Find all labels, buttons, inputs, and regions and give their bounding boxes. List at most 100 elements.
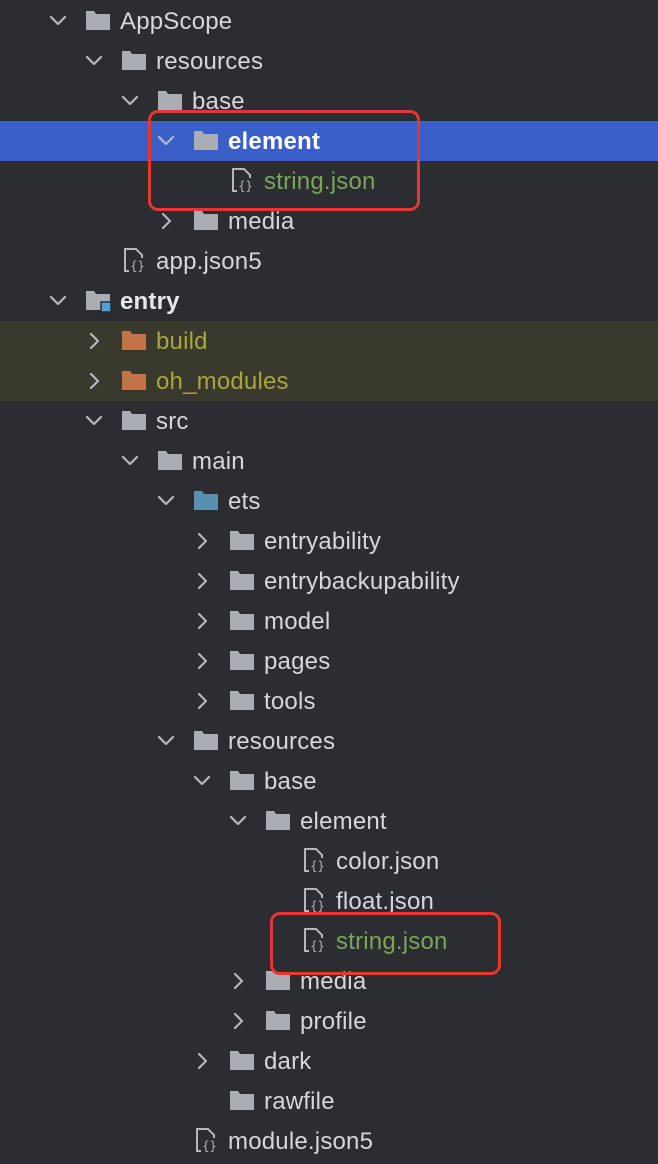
tree-node-label: pages — [264, 648, 331, 675]
tree-node-label: src — [156, 408, 189, 435]
tree-node-media[interactable]: media — [0, 201, 658, 241]
tree-node-label: string.json — [264, 168, 376, 195]
tree-node-label: dark — [264, 1048, 312, 1075]
tree-node-entrybackupability[interactable]: entrybackupability — [0, 561, 658, 601]
tree-node-string-json[interactable]: {} string.json — [0, 921, 658, 961]
folder-icon — [192, 721, 220, 761]
chevron-right-icon[interactable] — [226, 1001, 250, 1041]
svg-text:{}: {} — [310, 859, 324, 873]
folder-icon — [228, 1081, 256, 1121]
chevron-right-icon[interactable] — [82, 321, 106, 361]
svg-text:{}: {} — [310, 899, 324, 913]
tree-node-oh-modules[interactable]: oh_modules — [0, 361, 658, 401]
chevron-down-icon[interactable] — [226, 801, 250, 841]
module-folder-icon — [84, 281, 112, 321]
tree-node-entryability[interactable]: entryability — [0, 521, 658, 561]
chevron-down-icon[interactable] — [154, 121, 178, 161]
chevron-down-icon[interactable] — [154, 721, 178, 761]
tree-node-tools[interactable]: tools — [0, 681, 658, 721]
folder-icon — [264, 1001, 292, 1041]
tree-node-label: profile — [300, 1008, 367, 1035]
json-file-icon: {} — [300, 921, 328, 961]
tree-node-main[interactable]: main — [0, 441, 658, 481]
chevron-right-icon[interactable] — [82, 361, 106, 401]
tree-node-element[interactable]: element — [0, 121, 658, 161]
folder-icon — [228, 761, 256, 801]
tree-node-label: build — [156, 328, 208, 355]
json-file-icon: {} — [300, 881, 328, 921]
tree-node-label: rawfile — [264, 1088, 335, 1115]
chevron-down-icon[interactable] — [118, 81, 142, 121]
source-folder-icon — [192, 481, 220, 521]
folder-icon — [228, 681, 256, 721]
tree-node-label: app.json5 — [156, 248, 262, 275]
excluded-folder-icon — [120, 321, 148, 361]
tree-node-label: oh_modules — [156, 368, 289, 395]
tree-node-ets[interactable]: ets — [0, 481, 658, 521]
tree-node-label: string.json — [336, 928, 448, 955]
chevron-right-icon[interactable] — [154, 201, 178, 241]
tree-node-base[interactable]: base — [0, 761, 658, 801]
folder-icon — [192, 201, 220, 241]
tree-node-element[interactable]: element — [0, 801, 658, 841]
excluded-folder-icon — [120, 361, 148, 401]
tree-node-label: module.json5 — [228, 1128, 374, 1155]
tree-node-resources[interactable]: resources — [0, 721, 658, 761]
tree-node-label: color.json — [336, 848, 440, 875]
chevron-right-icon[interactable] — [190, 1041, 214, 1081]
chevron-right-icon[interactable] — [190, 561, 214, 601]
tree-node-profile[interactable]: profile — [0, 1001, 658, 1041]
folder-icon — [228, 521, 256, 561]
chevron-down-icon[interactable] — [46, 1, 70, 41]
folder-icon — [156, 441, 184, 481]
tree-node-module-json5[interactable]: {} module.json5 — [0, 1121, 658, 1161]
folder-icon — [120, 401, 148, 441]
chevron-down-icon[interactable] — [46, 281, 70, 321]
folder-icon — [228, 561, 256, 601]
folder-icon — [228, 641, 256, 681]
folder-icon — [228, 601, 256, 641]
tree-node-pages[interactable]: pages — [0, 641, 658, 681]
folder-icon — [264, 961, 292, 1001]
folder-icon — [120, 41, 148, 81]
chevron-right-icon[interactable] — [226, 961, 250, 1001]
annotation-box-entry-string-json — [270, 912, 501, 975]
tree-node-entry[interactable]: entry — [0, 281, 658, 321]
tree-node-label: entrybackupability — [264, 568, 460, 595]
tree-node-color-json[interactable]: {} color.json — [0, 841, 658, 881]
tree-node-resources[interactable]: resources — [0, 41, 658, 81]
tree-node-appscope[interactable]: AppScope — [0, 1, 658, 41]
tree-node-label: entry — [120, 288, 180, 315]
folder-icon — [156, 81, 184, 121]
tree-node-model[interactable]: model — [0, 601, 658, 641]
chevron-right-icon[interactable] — [190, 681, 214, 721]
chevron-down-icon[interactable] — [82, 401, 106, 441]
tree-node-label: base — [264, 768, 317, 795]
folder-icon — [192, 121, 220, 161]
chevron-down-icon[interactable] — [154, 481, 178, 521]
tree-node-float-json[interactable]: {}float.json — [0, 881, 658, 921]
tree-node-string-json[interactable]: {} string.json — [0, 161, 658, 201]
tree-node-src[interactable]: src — [0, 401, 658, 441]
chevron-right-icon[interactable] — [190, 521, 214, 561]
tree-node-label: main — [192, 448, 245, 475]
tree-node-label: entryability — [264, 528, 382, 555]
tree-node-rawfile[interactable]: rawfile — [0, 1081, 658, 1121]
chevron-right-icon[interactable] — [190, 641, 214, 681]
tree-node-dark[interactable]: dark — [0, 1041, 658, 1081]
folder-icon — [228, 1041, 256, 1081]
json-file-icon: {} — [300, 841, 328, 881]
svg-text:{}: {} — [310, 939, 324, 953]
chevron-down-icon[interactable] — [190, 761, 214, 801]
svg-text:{}: {} — [202, 1139, 216, 1153]
json-file-icon: {} — [228, 161, 256, 201]
tree-node-build[interactable]: build — [0, 321, 658, 361]
tree-node-label: resources — [156, 48, 264, 75]
chevron-right-icon[interactable] — [190, 601, 214, 641]
chevron-down-icon[interactable] — [118, 441, 142, 481]
chevron-down-icon[interactable] — [82, 41, 106, 81]
json-file-icon: {} — [192, 1121, 220, 1161]
tree-node-app-json5[interactable]: {}app.json5 — [0, 241, 658, 281]
svg-text:{}: {} — [238, 179, 252, 193]
